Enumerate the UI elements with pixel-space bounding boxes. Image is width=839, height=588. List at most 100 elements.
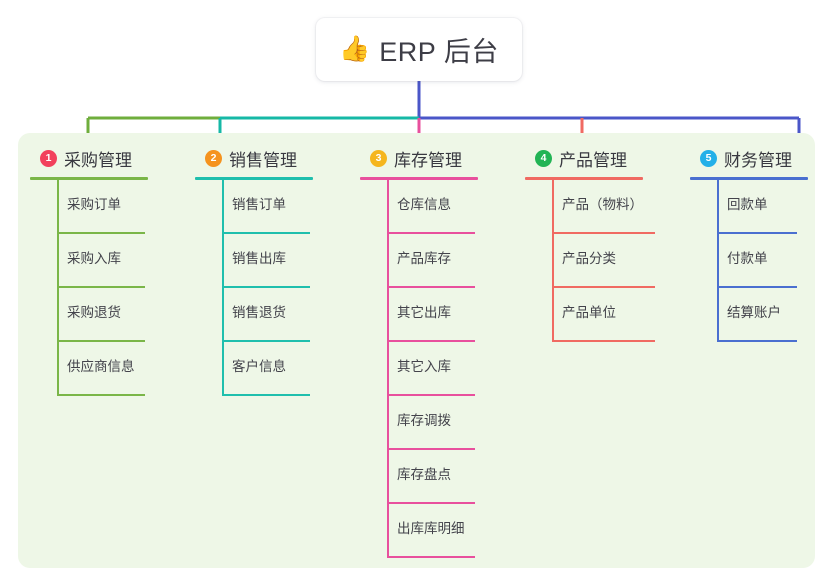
menu-item-rule: [387, 232, 475, 234]
branch-spine: [552, 180, 554, 342]
menu-item[interactable]: 销售退货: [195, 288, 313, 342]
menu-item-rule: [387, 286, 475, 288]
menu-item-label: 库存盘点: [397, 467, 451, 482]
column-header-rule: [525, 177, 643, 180]
menu-item-rule: [222, 286, 310, 288]
menu-item[interactable]: 销售出库: [195, 234, 313, 288]
menu-item[interactable]: 产品（物料）: [525, 180, 655, 234]
column-5: 5 财务管理回款单付款单结算账户: [690, 145, 808, 342]
column-title: 产品管理: [559, 150, 627, 170]
menu-item[interactable]: 采购退货: [30, 288, 148, 342]
branch-spine: [387, 180, 389, 558]
column-header-2[interactable]: 2 销售管理: [195, 145, 313, 171]
menu-item-label: 客户信息: [232, 359, 286, 374]
menu-item[interactable]: 产品库存: [360, 234, 478, 288]
root-title: ERP 后台: [379, 37, 499, 67]
menu-item[interactable]: 付款单: [690, 234, 808, 288]
column-number-badge: 5: [700, 149, 717, 167]
menu-item-label: 销售订单: [232, 197, 286, 212]
column-header-rule: [360, 177, 478, 180]
menu-item[interactable]: 仓库信息: [360, 180, 478, 234]
menu-item[interactable]: 销售订单: [195, 180, 313, 234]
branch-spine: [717, 180, 719, 342]
menu-item-rule: [222, 340, 310, 342]
menu-item-label: 产品库存: [397, 251, 451, 266]
column-title: 销售管理: [229, 150, 297, 170]
menu-item-rule: [552, 340, 655, 342]
menu-item-rule: [387, 448, 475, 450]
menu-item-rule: [552, 286, 655, 288]
menu-item-label: 产品分类: [562, 251, 616, 266]
menu-item-label: 结算账户: [727, 305, 781, 320]
menu-item-label: 采购订单: [67, 197, 121, 212]
menu-item-label: 销售出库: [232, 251, 286, 266]
menu-item[interactable]: 其它出库: [360, 288, 478, 342]
menu-item[interactable]: 产品单位: [525, 288, 655, 342]
menu-item-label: 供应商信息: [67, 359, 135, 374]
column-number-badge: 1: [40, 149, 57, 167]
column-1: 1 采购管理采购订单采购入库采购退货供应商信息: [30, 145, 148, 396]
menu-item-rule: [57, 394, 145, 396]
column-items: 仓库信息产品库存其它出库其它入库库存调拨库存盘点出库库明细: [360, 180, 478, 558]
menu-item[interactable]: 回款单: [690, 180, 808, 234]
menu-item-rule: [222, 394, 310, 396]
menu-item-rule: [552, 232, 655, 234]
menu-item-rule: [57, 286, 145, 288]
menu-item[interactable]: 产品分类: [525, 234, 655, 288]
department-panel: [18, 133, 815, 568]
column-header-5[interactable]: 5 财务管理: [690, 145, 808, 171]
menu-item-label: 回款单: [727, 197, 768, 212]
column-number-badge: 2: [205, 149, 222, 167]
column-header-1[interactable]: 1 采购管理: [30, 145, 148, 171]
menu-item[interactable]: 供应商信息: [30, 342, 148, 396]
column-title: 库存管理: [394, 150, 462, 170]
menu-item-rule: [387, 394, 475, 396]
menu-item-label: 仓库信息: [397, 197, 451, 212]
menu-item[interactable]: 结算账户: [690, 288, 808, 342]
column-title: 财务管理: [724, 150, 792, 170]
menu-item-rule: [717, 286, 797, 288]
menu-item-label: 产品（物料）: [562, 197, 643, 212]
menu-item-rule: [717, 340, 797, 342]
menu-item-rule: [717, 232, 797, 234]
menu-item-label: 销售退货: [232, 305, 286, 320]
column-3: 3 库存管理仓库信息产品库存其它出库其它入库库存调拨库存盘点出库库明细: [360, 145, 478, 558]
menu-item[interactable]: 采购订单: [30, 180, 148, 234]
column-number-badge: 3: [370, 149, 387, 167]
menu-item-label: 采购入库: [67, 251, 121, 266]
column-header-rule: [30, 177, 148, 180]
menu-item[interactable]: 采购入库: [30, 234, 148, 288]
column-header-rule: [195, 177, 313, 180]
root-node[interactable]: 👍 ERP 后台: [316, 18, 522, 81]
column-2: 2 销售管理销售订单销售出库销售退货客户信息: [195, 145, 313, 396]
column-header-rule: [690, 177, 808, 180]
menu-item-label: 采购退货: [67, 305, 121, 320]
column-title: 采购管理: [64, 150, 132, 170]
column-items: 回款单付款单结算账户: [690, 180, 808, 342]
menu-item-label: 出库库明细: [397, 521, 465, 536]
menu-item-rule: [222, 232, 310, 234]
branch-spine: [57, 180, 59, 396]
menu-item-rule: [387, 340, 475, 342]
menu-item-rule: [57, 232, 145, 234]
menu-item-label: 库存调拨: [397, 413, 451, 428]
menu-item[interactable]: 客户信息: [195, 342, 313, 396]
menu-item[interactable]: 出库库明细: [360, 504, 478, 558]
column-header-3[interactable]: 3 库存管理: [360, 145, 478, 171]
menu-item[interactable]: 其它入库: [360, 342, 478, 396]
column-items: 产品（物料） 产品分类产品单位: [525, 180, 655, 342]
menu-item-label: 其它出库: [397, 305, 451, 320]
menu-item-label: 其它入库: [397, 359, 451, 374]
branch-spine: [222, 180, 224, 396]
menu-item-rule: [57, 340, 145, 342]
column-items: 销售订单销售出库销售退货客户信息: [195, 180, 313, 396]
column-items: 采购订单采购入库采购退货供应商信息: [30, 180, 148, 396]
menu-item[interactable]: 库存调拨: [360, 396, 478, 450]
menu-item-rule: [387, 556, 475, 558]
menu-item-label: 付款单: [727, 251, 768, 266]
menu-item-rule: [387, 502, 475, 504]
menu-item[interactable]: 库存盘点: [360, 450, 478, 504]
